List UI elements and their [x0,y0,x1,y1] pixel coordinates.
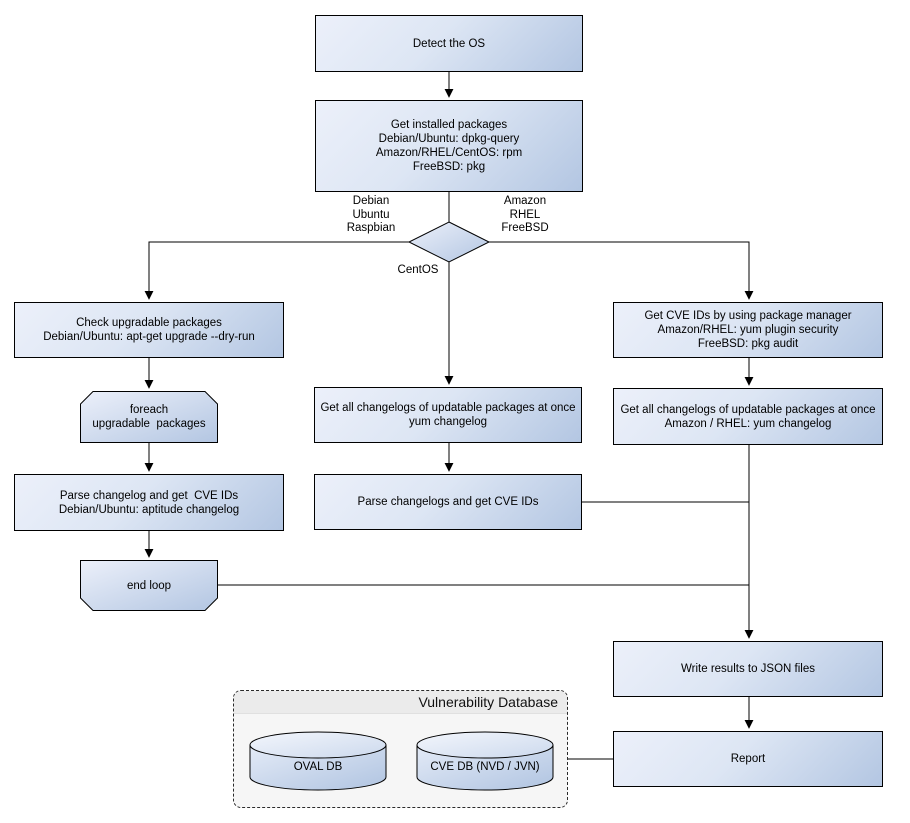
oval-db-cylinder: OVAL DB [249,731,387,791]
cve-db-label: CVE DB (NVD / JVN) [430,761,540,773]
node-foreach-loop-start: foreach upgradable packages [80,391,218,443]
node-write-results-json: Write results to JSON files [613,641,883,697]
node-foreach-loop-start-label: foreach upgradable packages [92,404,206,430]
node-get-cve-ids-package-manager-label: Get CVE IDs by using package manager Ama… [644,310,852,350]
node-get-changelogs-amazon: Get all changelogs of updatable packages… [613,388,883,445]
os-decision-diamond [407,221,491,263]
node-get-changelogs-amazon-label: Get all changelogs of updatable packages… [620,403,876,430]
node-get-changelogs-centos-label: Get all changelogs of updatable packages… [320,402,576,428]
branch-label-centos: CentOS [397,264,439,276]
node-parse-changelogs-centos: Parse changelogs and get CVE IDs [314,474,582,530]
node-check-upgradable-packages-label: Check upgradable packages Debian/Ubuntu:… [43,317,255,343]
node-end-loop-label: end loop [126,579,172,592]
node-get-changelogs-centos: Get all changelogs of updatable packages… [314,387,582,443]
node-report: Report [613,731,883,787]
node-report-label: Report [730,753,766,765]
node-get-cve-ids-package-manager: Get CVE IDs by using package manager Ama… [613,302,883,358]
node-end-loop: end loop [80,560,218,611]
vulnerability-database-title: Vulnerability Database [234,691,567,714]
cve-db-cylinder: CVE DB (NVD / JVN) [416,731,554,791]
node-detect-os-label: Detect the OS [412,37,486,50]
oval-db-label: OVAL DB [293,761,343,773]
node-check-upgradable-packages: Check upgradable packages Debian/Ubuntu:… [14,302,284,358]
branch-label-amazon-rhel-freebsd: Amazon RHEL FreeBSD [501,195,549,234]
node-get-installed-packages-label: Get installed packages Debian/Ubuntu: dp… [375,119,523,173]
branch-label-debian-ubuntu-raspbian: Debian Ubuntu Raspbian [346,195,396,234]
node-get-installed-packages: Get installed packages Debian/Ubuntu: dp… [315,100,583,192]
node-parse-changelogs-centos-label: Parse changelogs and get CVE IDs [357,496,539,508]
node-detect-os: Detect the OS [315,15,583,72]
node-parse-changelog-debian-label: Parse changelog and get CVE IDs Debian/U… [58,489,240,516]
node-write-results-json-label: Write results to JSON files [681,663,815,675]
node-parse-changelog-debian: Parse changelog and get CVE IDs Debian/U… [14,474,284,531]
